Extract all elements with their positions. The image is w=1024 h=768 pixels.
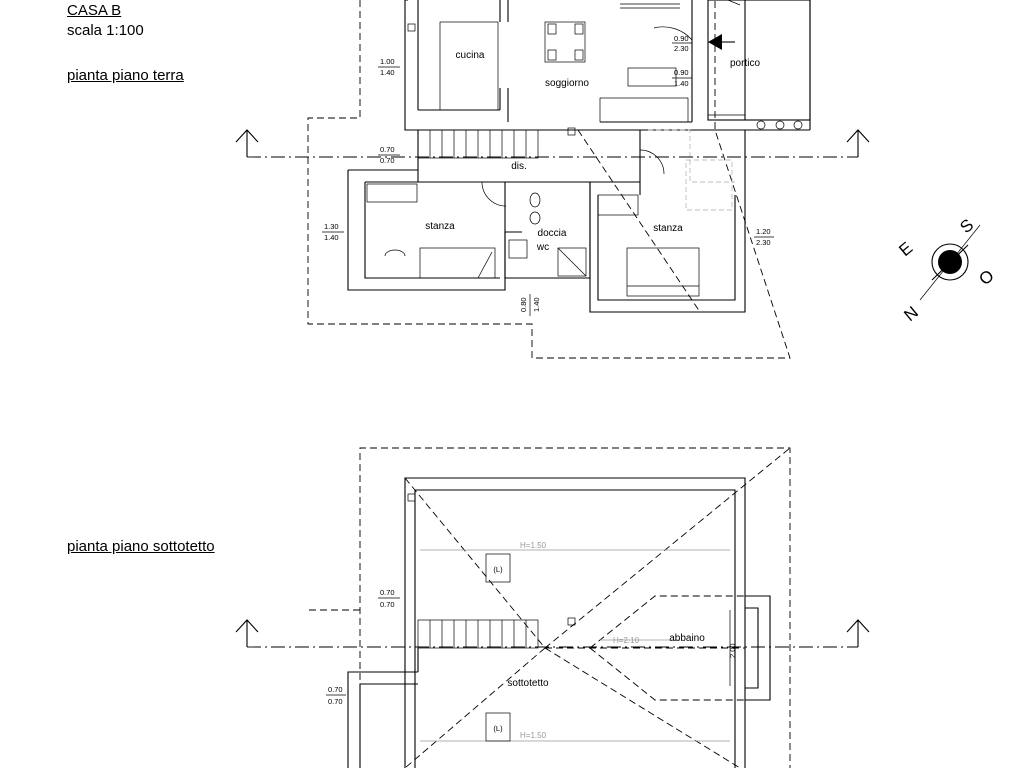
compass-e: E [895, 238, 916, 260]
bed-right [626, 247, 700, 297]
room-label-cucina: cucina [456, 50, 485, 61]
room-label-wc: wc [536, 242, 549, 253]
toilet [529, 192, 541, 208]
attic-stairs [417, 619, 539, 649]
attic-window-dimensions: 0.70 0.70 0.70 0.70 [326, 588, 400, 706]
bidet [529, 211, 541, 225]
svg-text:1.40: 1.40 [532, 297, 541, 312]
attic-floor-label: pianta piano sottotetto [67, 538, 215, 555]
room-label-abbaino: abbaino [669, 633, 705, 644]
section-arrow-left-icon [235, 129, 259, 157]
height-label-1: H=1.50 [520, 541, 547, 550]
room-label-soggiorno: soggiorno [545, 78, 589, 89]
planter-icons [756, 120, 803, 130]
gf-roof-outline [307, 0, 791, 359]
svg-text:1.40: 1.40 [674, 79, 689, 88]
svg-text:0.70: 0.70 [328, 697, 343, 706]
svg-text:0.70: 0.70 [380, 600, 395, 609]
svg-text:0.70: 0.70 [380, 145, 395, 154]
sink [508, 239, 528, 259]
svg-text:0.90: 0.90 [674, 34, 689, 43]
room-label-doccia: doccia [538, 228, 567, 239]
svg-text:0.70: 0.70 [380, 156, 395, 165]
svg-text:1.30: 1.30 [324, 222, 339, 231]
room-label-stanza-left: stanza [425, 221, 455, 232]
svg-text:1.40: 1.40 [324, 233, 339, 242]
gf-stanza-right-walls [589, 130, 746, 313]
skylight-2 [485, 712, 511, 742]
drawing-scale: scala 1:100 [67, 22, 144, 39]
svg-text:2.30: 2.30 [756, 238, 771, 247]
skylight-1 [485, 553, 511, 583]
compass-n: N [900, 303, 922, 325]
room-label-sottotetto: sottotetto [507, 678, 549, 689]
gf-walls-upper [404, 0, 745, 131]
sofa [599, 97, 689, 123]
svg-text:0.80: 0.80 [519, 297, 528, 312]
skylight-label-2: (L) [493, 724, 503, 733]
compass-o: O [975, 266, 997, 289]
room-label-dis: dis. [511, 161, 527, 172]
ground-floor-plan: cucina soggiorno portico dis. stanza doc… [235, 0, 870, 359]
svg-text:0.70: 0.70 [328, 685, 343, 694]
attic-floor-plan: (L) (L) H=1.50 H=2.10 H=1.50 2.00 abbain… [235, 447, 870, 768]
shower-tray [557, 247, 587, 277]
ground-floor-label: pianta piano terra [67, 67, 184, 84]
attic-section-arrow-right-icon [846, 619, 870, 647]
height-label-2: H=2.10 [613, 636, 640, 645]
room-label-stanza-right: stanza [653, 223, 683, 234]
dining-table [544, 21, 586, 63]
svg-text:0.90: 0.90 [674, 68, 689, 77]
compass-s: S [956, 215, 977, 237]
svg-text:1.20: 1.20 [756, 227, 771, 236]
entrance-arrow-icon [708, 34, 722, 50]
compass-rose: S O E N [895, 215, 997, 325]
gf-stairs [417, 129, 539, 159]
compass-icon [931, 243, 969, 281]
dormer-width-label: 2.00 [728, 643, 737, 658]
attic-outer-walls [404, 477, 746, 768]
skylight-label-1: (L) [493, 565, 503, 574]
height-label-3: H=1.50 [520, 731, 547, 740]
drawing-title: CASA B [67, 2, 122, 19]
dormer-walls [745, 595, 771, 701]
attic-roof-outline [359, 447, 791, 768]
svg-text:1.00: 1.00 [380, 57, 395, 66]
attic-section-arrow-left-icon [235, 619, 259, 647]
bed-left [419, 247, 496, 279]
gf-window-dimensions: 1.00 1.40 0.90 2.30 0.90 1.40 0.70 0.70 … [322, 34, 774, 316]
svg-text:1.40: 1.40 [380, 68, 395, 77]
svg-text:0.70: 0.70 [380, 588, 395, 597]
section-arrow-right-icon [846, 129, 870, 157]
svg-text:2.30: 2.30 [674, 44, 689, 53]
room-label-portico: portico [730, 58, 760, 69]
